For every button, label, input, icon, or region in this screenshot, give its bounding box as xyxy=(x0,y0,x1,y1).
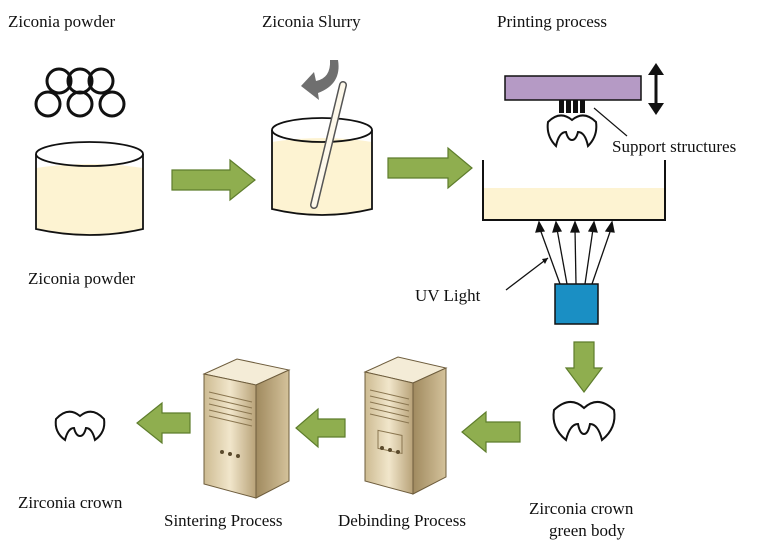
green-body-label-line1: Zirconia crown xyxy=(529,499,634,518)
double-arrow-vertical-icon xyxy=(648,63,664,115)
flow-arrow-2 xyxy=(387,146,473,190)
uv-lamp-icon xyxy=(554,283,599,325)
flow-arrow-left-3 xyxy=(136,401,191,445)
printing-title: Printing process xyxy=(497,12,608,31)
powder-particles-icon xyxy=(34,67,126,118)
support-pointer xyxy=(593,107,628,137)
flow-arrow-left-2 xyxy=(295,407,346,449)
sintering-label: Sintering Process xyxy=(164,511,283,530)
slurry-title: Ziconia Slurry xyxy=(262,12,361,31)
uv-pointer xyxy=(505,257,549,291)
uv-label: UV Light xyxy=(415,286,481,305)
stirring-rod-icon xyxy=(310,81,347,209)
rotate-arrow-icon xyxy=(301,60,339,100)
green-body-label-line2: green body xyxy=(549,521,626,540)
debinding-label: Debinding Process xyxy=(338,511,466,530)
support-label: Support structures xyxy=(612,137,737,156)
powder-container-icon xyxy=(35,141,144,236)
sintering-furnace-icon xyxy=(202,358,291,499)
flow-arrow-left-1 xyxy=(461,410,521,454)
build-platform xyxy=(504,75,642,113)
powder-title: Ziconia powder xyxy=(8,12,116,31)
printed-crown-icon xyxy=(546,114,598,149)
powder-caption: Ziconia powder xyxy=(28,269,136,288)
uv-rays xyxy=(535,220,615,285)
green-body-crown-icon xyxy=(552,401,616,442)
final-crown-label: Zirconia crown xyxy=(18,493,123,512)
flow-arrow-down xyxy=(564,341,604,393)
final-crown-icon xyxy=(54,410,106,442)
flow-arrow-1 xyxy=(171,158,256,202)
debinding-furnace-icon xyxy=(363,356,448,495)
resin-vat-icon xyxy=(482,160,666,221)
